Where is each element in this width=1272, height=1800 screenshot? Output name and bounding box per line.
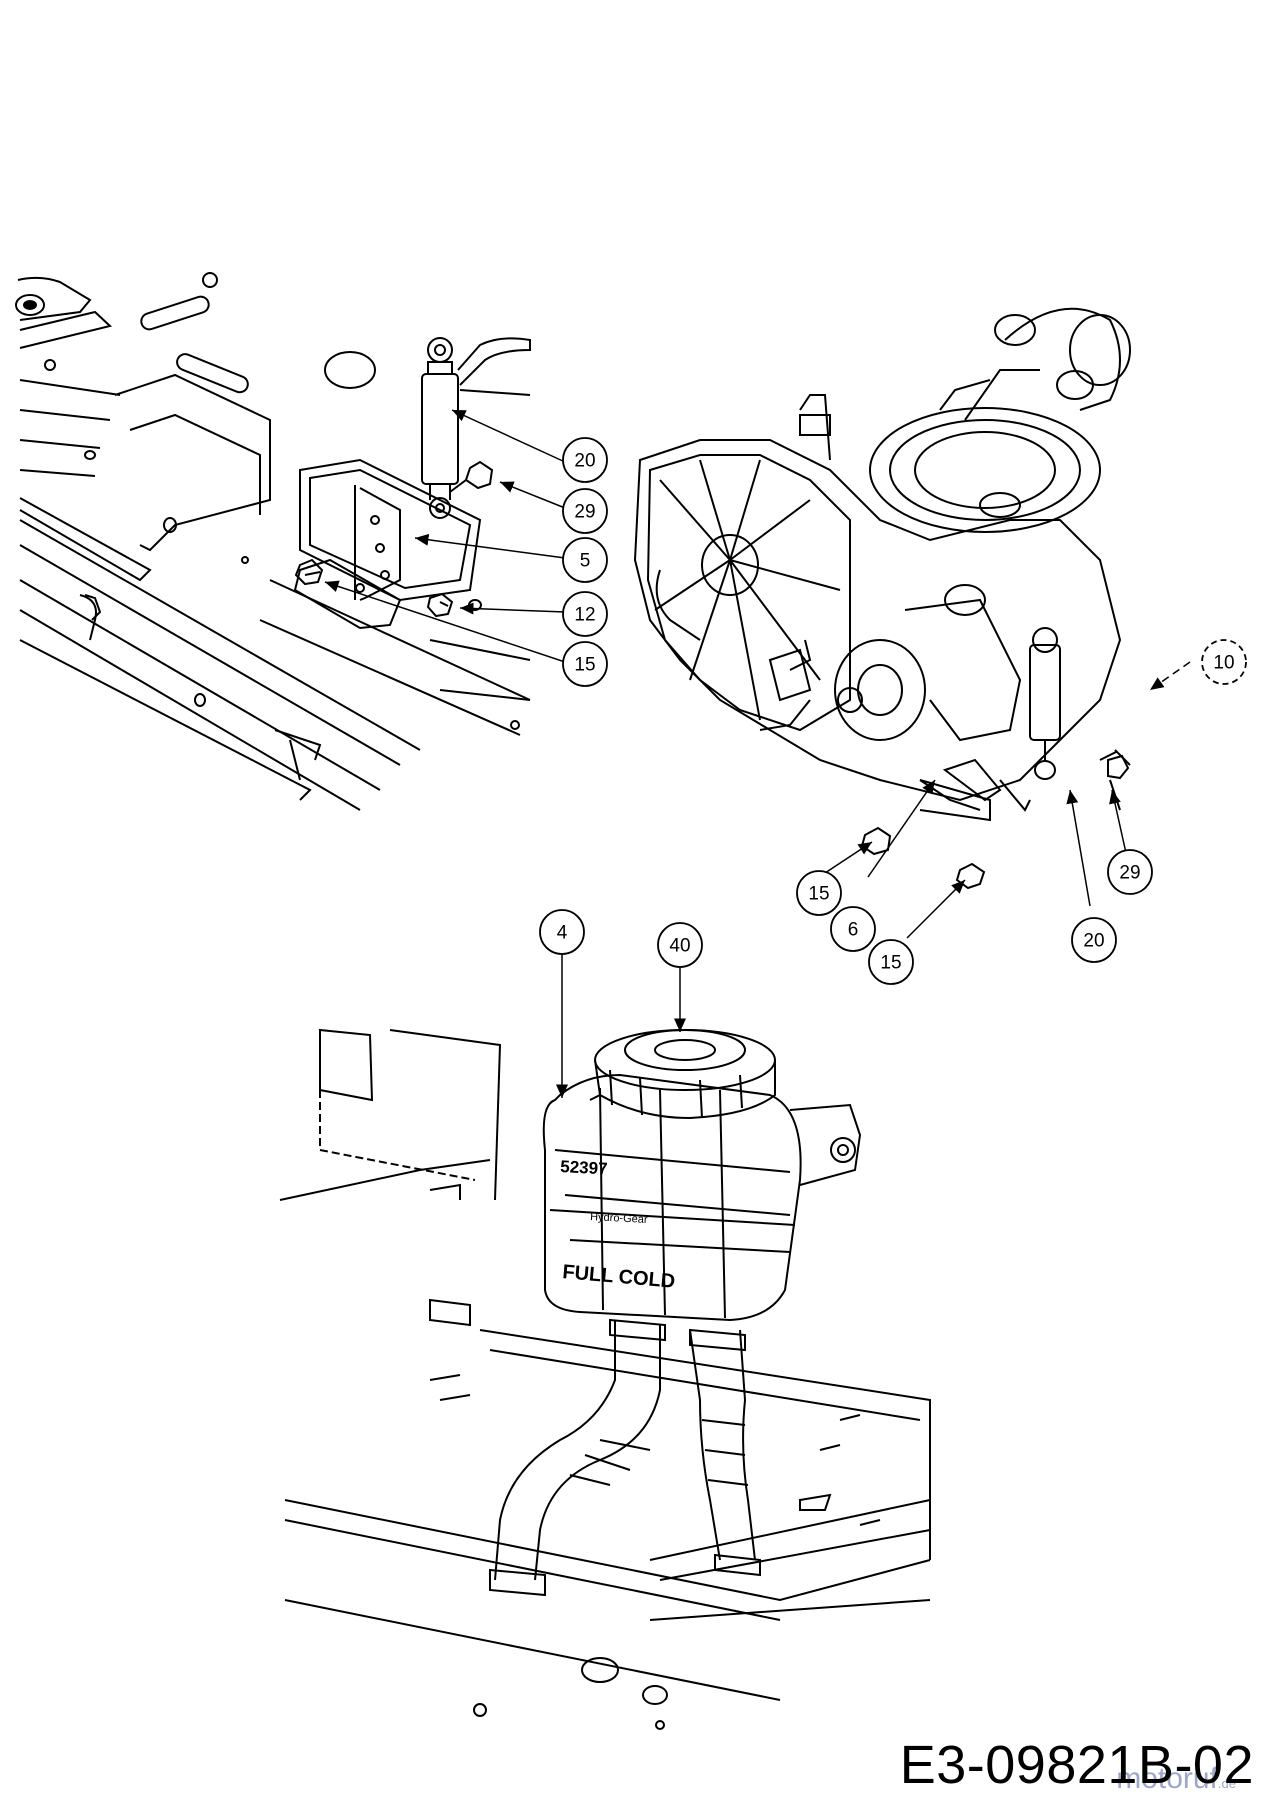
watermark-suffix: .de (1217, 1776, 1236, 1791)
callout-12: 12 (562, 591, 608, 637)
watermark-text: motoruf (1116, 1762, 1218, 1795)
leader-lines (324, 409, 1191, 1098)
watermark-logo: motoruf.de (1116, 1762, 1236, 1796)
callout-40: 40 (657, 922, 703, 968)
callout-15-a: 15 (796, 870, 842, 916)
callout-15-b: 15 (868, 939, 914, 985)
tank-brand-label: Hydro-Gear (590, 1211, 648, 1226)
callout-6: 6 (830, 906, 876, 952)
callout-29-left: 29 (562, 488, 608, 534)
transmission-drawing (633, 307, 1131, 890)
callout-label: 20 (1083, 931, 1104, 952)
callout-10: 10 (1201, 639, 1247, 685)
callout-label: 15 (880, 953, 901, 974)
callout-label: 4 (557, 923, 568, 944)
tank-part-number: 52397 (560, 1157, 608, 1178)
callout-label: 12 (574, 605, 595, 626)
callout-label: 20 (574, 451, 595, 472)
callout-20-right: 20 (1071, 917, 1117, 963)
callout-label: 15 (574, 655, 595, 676)
callout-29-right: 29 (1107, 849, 1153, 895)
callout-label: 5 (580, 551, 591, 572)
callout-label: 29 (574, 502, 595, 523)
chassis-frame-drawing (15, 272, 531, 811)
callout-label: 40 (669, 936, 690, 957)
callout-label: 10 (1213, 653, 1234, 674)
callout-label: 15 (808, 884, 829, 905)
callout-4: 4 (539, 909, 585, 955)
callout-15-left: 15 (562, 641, 608, 687)
callout-20-left: 20 (562, 437, 608, 483)
callout-5: 5 (562, 537, 608, 583)
tank-level-mark: FULL COLD (562, 1261, 676, 1293)
reservoir-drawing (279, 1028, 931, 1730)
callout-label: 29 (1119, 863, 1140, 884)
callout-label: 6 (848, 920, 859, 941)
diagram-reference-code: E3-09821B-02 (899, 1735, 1254, 1795)
